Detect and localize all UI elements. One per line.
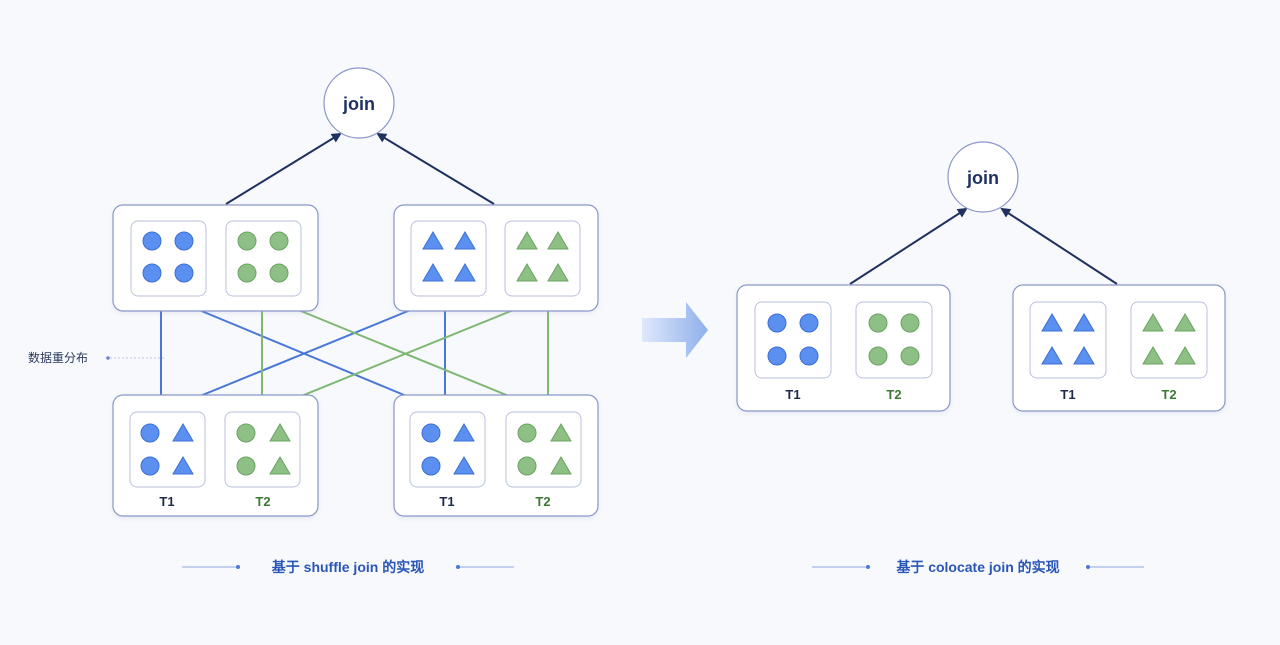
- caption-colocate-text: 基于 colocate join 的实现: [896, 559, 1059, 575]
- arrow-to-join-left: [225, 132, 342, 205]
- top-group-triangles: [393, 204, 599, 312]
- transition-arrow-icon: [642, 302, 708, 358]
- bottom-group-node-2: T1 T2: [393, 394, 599, 517]
- label-t1: T1: [1060, 387, 1075, 402]
- arrow-to-join-right: [376, 132, 495, 205]
- colocate-node-circles: T1 T2: [736, 284, 951, 412]
- caption-shuffle: 基于 shuffle join 的实现: [182, 559, 514, 575]
- join-node-left: join: [323, 67, 395, 139]
- tablet-t1-mixed: [409, 411, 486, 488]
- join-label: join: [342, 94, 375, 114]
- bottom-group-node-1: T1 T2: [112, 394, 319, 517]
- arrow-blue-3: [173, 298, 446, 413]
- tablet-blue-circles: [130, 220, 207, 297]
- tablet-green-circles: [225, 220, 302, 297]
- caption-shuffle-text: 基于 shuffle join 的实现: [272, 559, 424, 575]
- arrow-to-join-right: [1000, 207, 1118, 285]
- arrow-to-join-left: [849, 207, 968, 285]
- tablet-t2-triangles: [1130, 301, 1208, 379]
- colocate-node-triangles: T1 T2: [1012, 284, 1226, 412]
- tablet-t1-mixed: [129, 411, 206, 488]
- shuffle-join-diagram: join: [28, 67, 599, 575]
- join-label: join: [966, 168, 999, 188]
- arrow-blue-2: [160, 298, 437, 413]
- redistribution-label: 数据重分布: [28, 350, 88, 365]
- tablet-t1-triangles: [1029, 301, 1107, 379]
- label-t2: T2: [886, 387, 901, 402]
- label-t1: T1: [439, 494, 454, 509]
- tablet-t2-circles: [855, 301, 933, 379]
- label-t2: T2: [535, 494, 550, 509]
- tablet-blue-triangles: [410, 220, 487, 297]
- tablet-t2-mixed: [224, 411, 301, 488]
- caption-colocate: 基于 colocate join 的实现: [812, 559, 1144, 575]
- label-t2: T2: [255, 494, 270, 509]
- tablet-t1-circles: [754, 301, 832, 379]
- top-group-circles: [112, 204, 319, 312]
- redistribution-annotation: 数据重分布: [28, 350, 166, 365]
- redistribution-arrows: [156, 298, 553, 413]
- join-node-right: join: [947, 141, 1019, 213]
- label-t2: T2: [1161, 387, 1176, 402]
- colocate-join-diagram: join T1 T2: [736, 141, 1226, 575]
- label-t1: T1: [785, 387, 800, 402]
- arrow-green-3: [272, 298, 549, 413]
- label-t1: T1: [159, 494, 174, 509]
- arrow-green-2: [261, 298, 540, 413]
- tablet-t2-mixed: [505, 411, 582, 488]
- tablet-green-triangles: [504, 220, 581, 297]
